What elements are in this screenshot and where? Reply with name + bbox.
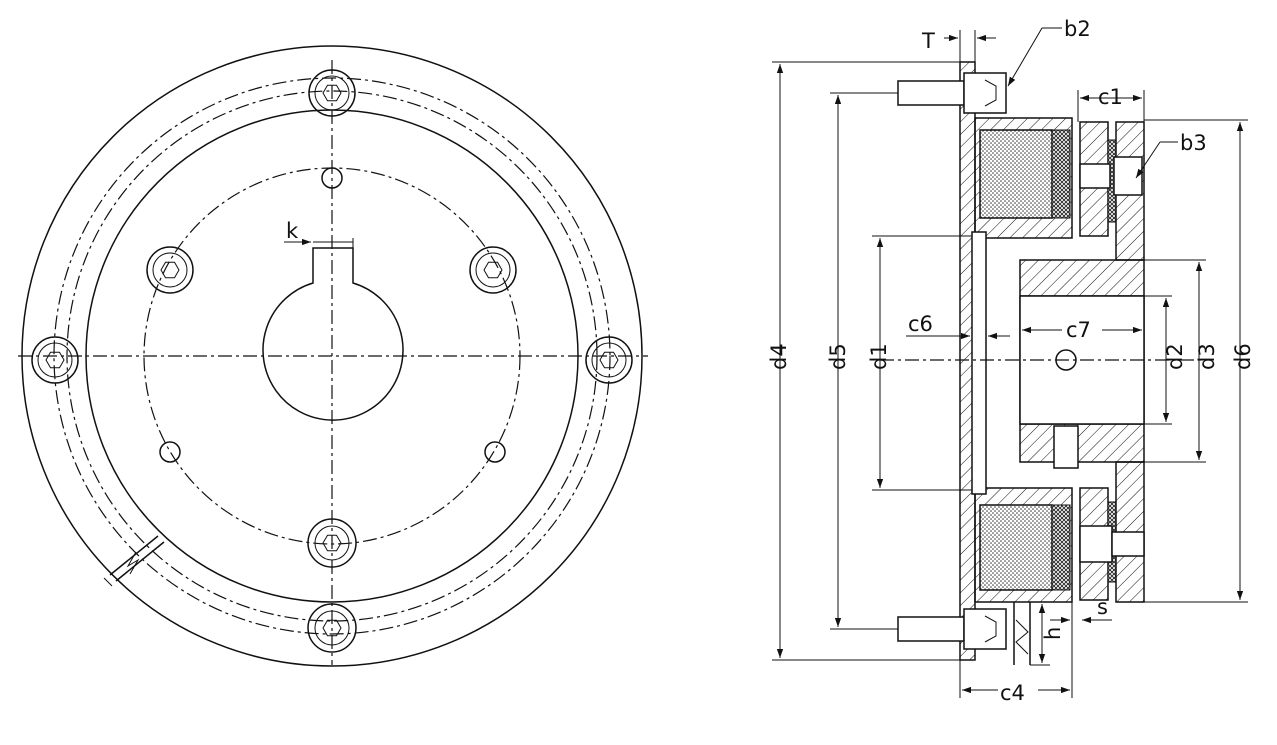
friction-lining-upper	[1051, 129, 1071, 219]
label-b3: b3	[1180, 131, 1207, 155]
coil-upper	[979, 129, 1053, 219]
front-view: k	[18, 45, 648, 667]
label-h: h	[1041, 627, 1065, 640]
armature-screw-lower	[1079, 525, 1145, 563]
screw-bottom-inner	[307, 518, 357, 568]
leader-b2: b2	[1007, 17, 1091, 87]
label-s: s	[1097, 595, 1108, 619]
friction-lining-lower	[1051, 504, 1071, 591]
screw-right	[585, 336, 633, 384]
label-d6: d6	[1231, 343, 1255, 370]
dimension-c1: c1	[1077, 85, 1145, 122]
dimension-d4: d4	[767, 61, 960, 661]
label-d2: d2	[1163, 343, 1187, 370]
coil-lower	[979, 504, 1053, 591]
label-k: k	[286, 219, 299, 243]
dimension-d3: d3	[1144, 259, 1219, 463]
cable	[1013, 602, 1031, 665]
label-d3: d3	[1195, 343, 1219, 370]
dimension-d2: d2	[1144, 295, 1187, 425]
label-d4: d4	[767, 343, 791, 370]
label-T: T	[921, 29, 935, 53]
screw-top	[308, 69, 356, 117]
label-d5: d5	[826, 343, 850, 370]
label-c7: c7	[1066, 318, 1091, 342]
small-hole-lower-right	[484, 441, 506, 463]
armature-disc	[971, 231, 987, 495]
bore-with-keyway	[262, 247, 404, 421]
screw-upper-left	[146, 246, 194, 294]
screw-bottom-outer	[307, 603, 357, 653]
dimension-c6: c6	[906, 312, 1010, 340]
dimension-d6: d6	[1144, 119, 1255, 603]
label-b2: b2	[1064, 17, 1091, 41]
screw-upper-right	[469, 246, 517, 294]
small-hole-lower-left	[159, 441, 181, 463]
mounting-screw-upper	[897, 72, 1007, 114]
mounting-screw-lower	[897, 608, 1007, 650]
dimension-c4: c4	[959, 602, 1073, 705]
cable-outlet	[103, 535, 165, 587]
dimension-d1: d1	[867, 235, 972, 491]
small-hole-top	[321, 167, 343, 189]
hub-set-screw	[1053, 425, 1079, 469]
section-view: d4 d5 d1 d2 d3	[767, 17, 1255, 705]
label-c6: c6	[908, 312, 933, 336]
label-d1: d1	[867, 343, 891, 370]
dimension-k: k	[284, 219, 354, 250]
armature-screw-upper	[1079, 156, 1143, 196]
dimension-c7: c7	[1022, 318, 1142, 342]
screw-left	[31, 336, 79, 384]
dimension-h: h	[1030, 601, 1065, 666]
dimension-T: T	[921, 29, 996, 62]
dimension-s: s	[1050, 595, 1112, 624]
dimension-d5: d5	[826, 92, 898, 630]
leader-b3: b3	[1135, 131, 1207, 179]
label-c1: c1	[1098, 85, 1123, 109]
label-c4: c4	[1000, 681, 1025, 705]
